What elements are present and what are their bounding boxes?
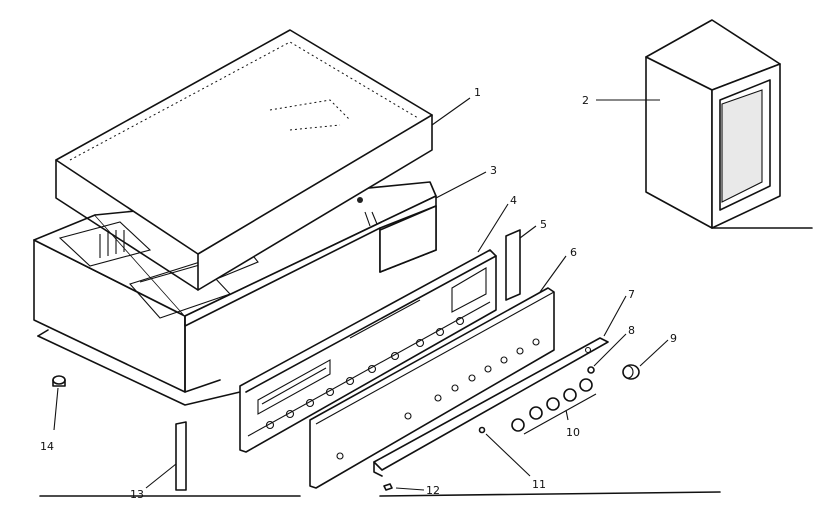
screw-12 bbox=[383, 483, 393, 491]
wood-cabinet bbox=[645, 19, 813, 229]
label-part-1: 1 bbox=[474, 86, 481, 99]
label-part-10: 10 bbox=[566, 426, 580, 439]
foot-14 bbox=[52, 375, 66, 387]
label-part-3: 3 bbox=[490, 164, 497, 177]
label-part-14: 14 bbox=[40, 440, 54, 453]
escutcheon-holes bbox=[336, 338, 540, 460]
knob-set-10 bbox=[511, 378, 597, 435]
label-part-13: 13 bbox=[130, 488, 144, 501]
label-part-5: 5 bbox=[540, 218, 547, 231]
side-bracket bbox=[379, 205, 437, 273]
bottom-plate bbox=[37, 329, 241, 406]
side-strip bbox=[505, 229, 521, 301]
label-part-12: 12 bbox=[426, 484, 440, 497]
label-part-7: 7 bbox=[628, 288, 635, 301]
small-knob-8 bbox=[587, 366, 595, 374]
side-piece-13 bbox=[175, 421, 187, 491]
escutcheon-plate bbox=[309, 287, 555, 489]
label-part-6: 6 bbox=[570, 246, 577, 259]
part-labels: 1 2 3 4 5 6 7 8 9 10 11 12 13 14 bbox=[40, 86, 677, 501]
front-panel-knob-holes bbox=[265, 316, 465, 430]
label-part-4: 4 bbox=[510, 194, 517, 207]
front-panel bbox=[239, 249, 497, 453]
label-part-9: 9 bbox=[670, 332, 677, 345]
trim-strip bbox=[373, 337, 609, 477]
leader-lines bbox=[53, 97, 669, 491]
dust-cover bbox=[55, 29, 433, 291]
screw-11 bbox=[478, 426, 486, 434]
label-part-8: 8 bbox=[628, 324, 635, 337]
label-part-11: 11 bbox=[532, 478, 546, 491]
ground-lines bbox=[39, 491, 721, 497]
label-part-2: 2 bbox=[582, 94, 589, 107]
large-knob-9 bbox=[622, 364, 640, 380]
